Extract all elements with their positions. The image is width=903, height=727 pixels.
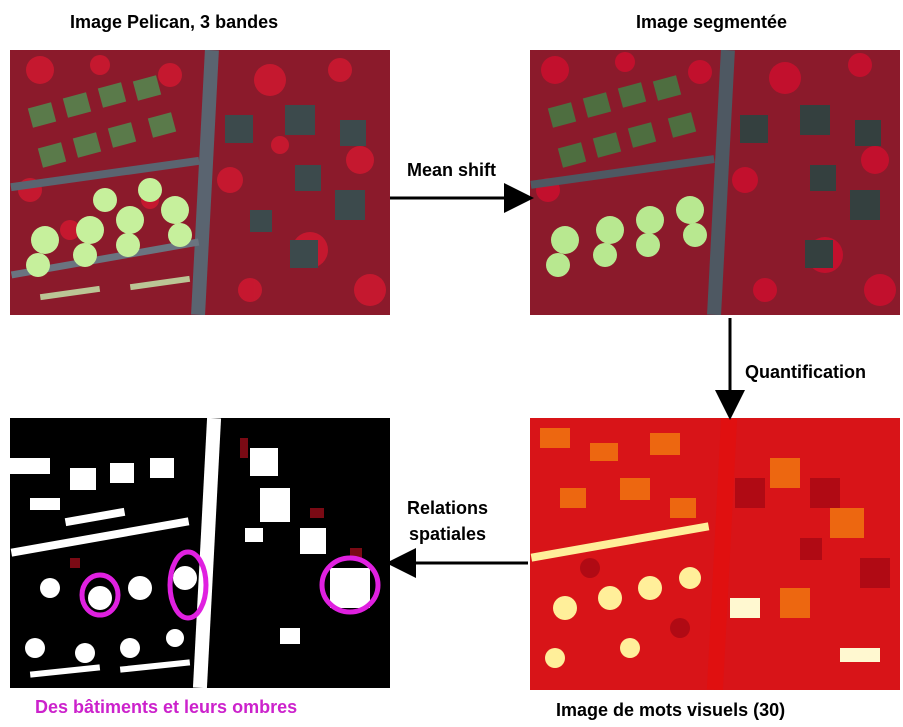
caption-segmented-image: Image segmentée [636, 12, 788, 32]
arrow-label-relations: Relations [407, 498, 489, 518]
arrow-label-spatiales: spatiales [409, 524, 487, 544]
highlight-circles [79, 549, 381, 621]
highlight-circle-1 [79, 572, 121, 618]
arrow-label-mean-shift: Mean shift [407, 160, 497, 180]
pelican-image-panel [10, 50, 390, 315]
highlight-circle-2 [167, 549, 209, 621]
buildings-shadows-panel [10, 418, 390, 688]
caption-buildings-shadows: Des bâtiments et leurs ombres [35, 697, 298, 717]
highlight-circle-3 [319, 555, 381, 615]
caption-visual-words-image: Image de mots visuels (30) [556, 700, 786, 720]
caption-pelican-image: Image Pelican, 3 bandes [70, 12, 279, 32]
segmented-image-panel [530, 50, 900, 315]
visual-words-panel [530, 418, 900, 690]
arrow-label-quantification: Quantification [745, 362, 866, 382]
